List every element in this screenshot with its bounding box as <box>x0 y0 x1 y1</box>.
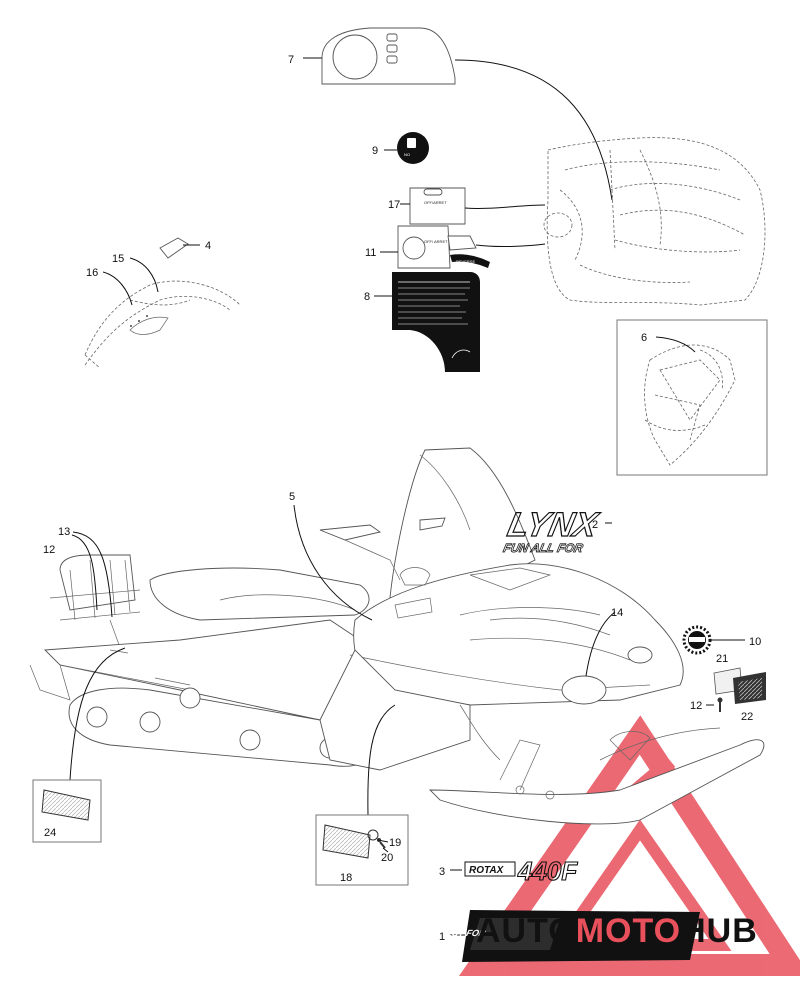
lynx-stripe-text: LYNX <box>264 927 335 954</box>
callout-6: 6 <box>641 332 647 344</box>
lynx-logo-text: LYNX <box>504 506 602 544</box>
part-18-inset-box <box>315 814 409 886</box>
callout-22: 22 <box>741 711 753 723</box>
callout-labels: 7 9 17 11 8 4 15 16 6 5 2 13 12 14 10 21… <box>43 54 761 943</box>
snowmobile-main-drawing <box>29 447 765 825</box>
callout-1: 1 <box>439 931 445 943</box>
callout-21: 21 <box>716 653 728 665</box>
callout-13: 13 <box>58 526 70 538</box>
callout-24: 24 <box>44 827 56 839</box>
callout-10: 10 <box>749 636 761 648</box>
part-7-instrument-overlay <box>303 27 613 201</box>
callout-2: 2 <box>592 519 598 531</box>
leader-lines <box>69 504 745 936</box>
svg-text:NO: NO <box>404 152 410 157</box>
callout-11: 11 <box>365 247 376 259</box>
reverse-label: REVERSE <box>456 259 475 264</box>
part-1-lynx-stripe: LYNX NEST FOR <box>264 910 700 962</box>
rotax-model-text: 440F <box>517 856 578 886</box>
lynx-stripe-sub-text: NEST FOR <box>439 928 487 938</box>
part-22-reflector <box>733 672 766 704</box>
callout-18: 18 <box>340 872 352 884</box>
part-12-rivet <box>706 697 723 712</box>
callout-16: 16 <box>86 267 98 279</box>
watermark-auto: AUTO <box>476 912 576 950</box>
callout-7: 7 <box>288 54 294 66</box>
part-2-lynx-logo: LYNX FUN ALL FOR <box>502 506 604 556</box>
watermark-text: AUTOMOTOHUB <box>476 912 758 950</box>
callout-14: 14 <box>611 607 623 619</box>
watermark-moto: MOTO <box>576 912 681 950</box>
callout-12a: 12 <box>43 544 55 556</box>
hood-outline-dashed <box>543 137 766 306</box>
callout-20: 20 <box>381 852 393 864</box>
watermark-hub: HUB <box>681 912 758 950</box>
part-11-key-decal: OFF/ ARRET REVERSE <box>380 225 546 269</box>
part-24-inset-box <box>32 779 102 843</box>
lynx-subtitle-text: FUN ALL FOR <box>502 541 584 555</box>
callout-3: 3 <box>439 866 445 878</box>
part-fender-assembly <box>84 237 241 369</box>
part-8-warning-label <box>374 272 480 372</box>
rotax-brand-text: ROTAX <box>469 865 505 876</box>
callout-17: 17 <box>388 199 400 211</box>
callout-4: 4 <box>205 240 211 252</box>
callout-12b: 12 <box>690 700 702 712</box>
off-arret-label-17: OFF/ARRET <box>424 200 447 205</box>
part-17-switch-decal: OFF/ARRET <box>400 187 546 225</box>
part-6-inset-box <box>616 319 768 476</box>
callout-8: 8 <box>364 291 370 303</box>
part-3-rotax-decal: ROTAX 440F <box>464 855 579 887</box>
part-10-gear-decal <box>682 625 712 655</box>
svg-text:AUTOMOTOHUB: AUTOMOTOHUB <box>476 912 758 950</box>
part-9-round-decal: NO <box>384 132 429 164</box>
callout-15: 15 <box>112 253 124 265</box>
callout-5: 5 <box>289 491 295 503</box>
callout-19: 19 <box>389 837 401 849</box>
off-arret-label-11: OFF/ ARRET <box>424 239 448 244</box>
callout-9: 9 <box>372 145 378 157</box>
